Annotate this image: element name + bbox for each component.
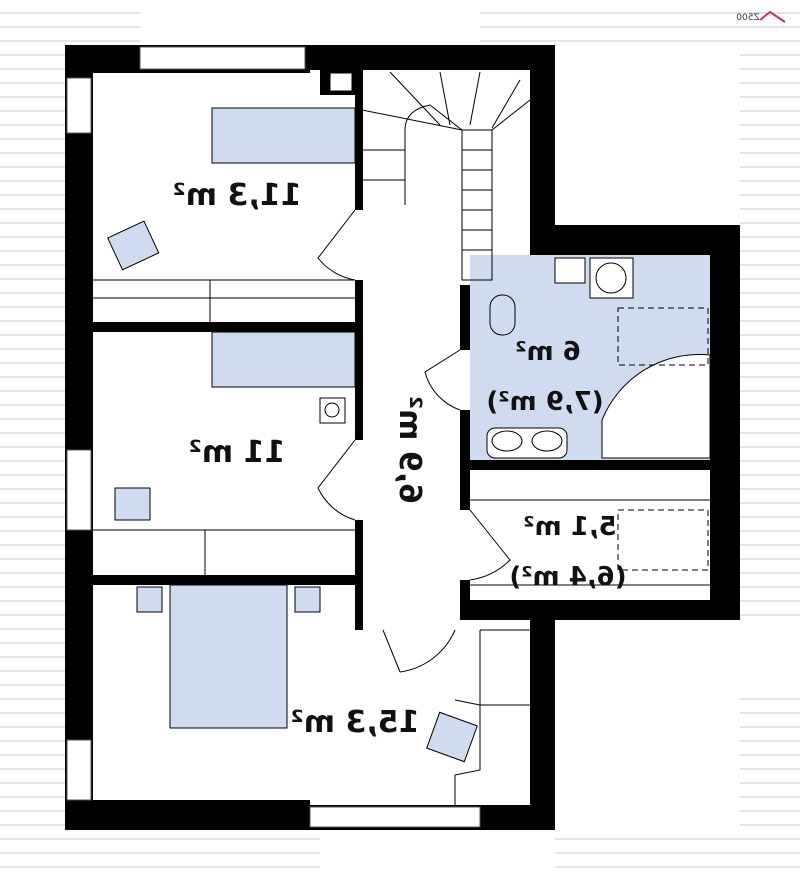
area-wardrobe: 5,1 m² <box>523 512 617 542</box>
area-bedroom-3: 15,3 m² <box>291 705 420 740</box>
chair-1 <box>107 220 160 271</box>
area-bathroom-total: (7,9 m²) <box>486 387 603 417</box>
room-labels: 11,3 m² 11 m² 15,3 m² 6,9 m² 6 m² (7,9 m… <box>173 178 627 740</box>
area-hall: 6,9 m² <box>392 396 427 504</box>
staircase <box>361 71 531 281</box>
logo: Z500 <box>736 10 786 23</box>
bed-3 <box>169 584 288 729</box>
toilet <box>489 294 516 336</box>
chair-2 <box>114 487 151 521</box>
windows <box>66 46 481 828</box>
area-wardrobe-total: (6,4 m²) <box>509 562 626 592</box>
furniture <box>107 72 711 763</box>
logo-text: Z500 <box>736 13 760 23</box>
corner-bath <box>601 353 711 459</box>
logo-house-icon <box>759 10 786 23</box>
area-bathroom: 6 m² <box>515 337 581 367</box>
bed-1 <box>211 107 356 164</box>
bed-2 <box>211 331 356 388</box>
wardrobes <box>93 279 710 805</box>
area-bedroom-2: 11 m² <box>189 435 286 470</box>
doors <box>317 209 511 673</box>
area-bedroom-1: 11,3 m² <box>173 178 302 213</box>
chair-3 <box>426 711 478 763</box>
